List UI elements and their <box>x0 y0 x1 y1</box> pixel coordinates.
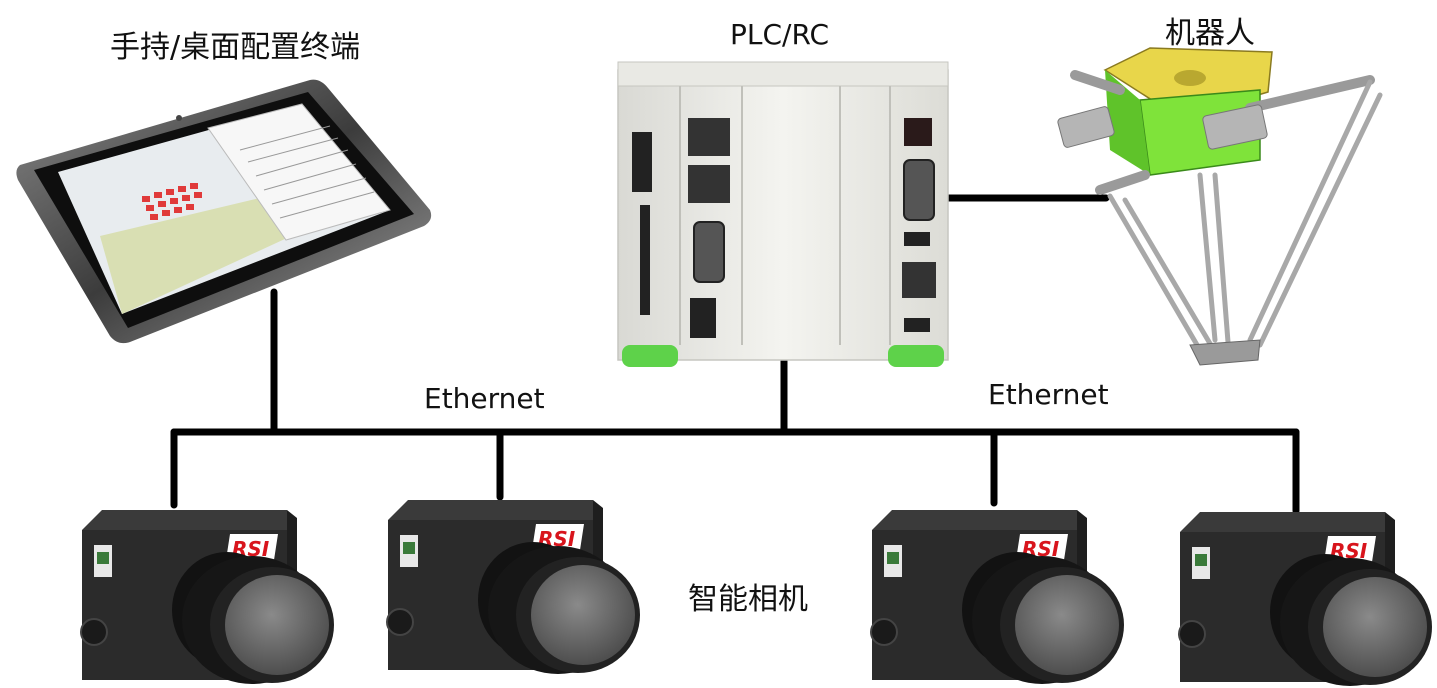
ethernet-label-right: Ethernet <box>988 378 1109 411</box>
network-wires <box>170 194 1300 515</box>
smart-camera-3 <box>870 509 1125 685</box>
tablet-terminal <box>16 79 432 344</box>
plc-label: PLC/RC <box>730 18 830 51</box>
smart-camera-4 <box>1178 511 1433 687</box>
plc-foot-left <box>622 345 678 367</box>
smart-camera-1 <box>80 509 335 685</box>
camera-label: 智能相机 <box>688 582 808 617</box>
smart-camera-2 <box>386 499 641 675</box>
plc-foot-right <box>888 345 944 367</box>
terminal-label: 手持/桌面配置终端 <box>110 30 361 65</box>
delta-robot <box>1057 47 1383 366</box>
ethernet-label-left: Ethernet <box>424 382 545 415</box>
robot-label: 机器人 <box>1165 16 1255 51</box>
plc-controller <box>617 61 949 367</box>
